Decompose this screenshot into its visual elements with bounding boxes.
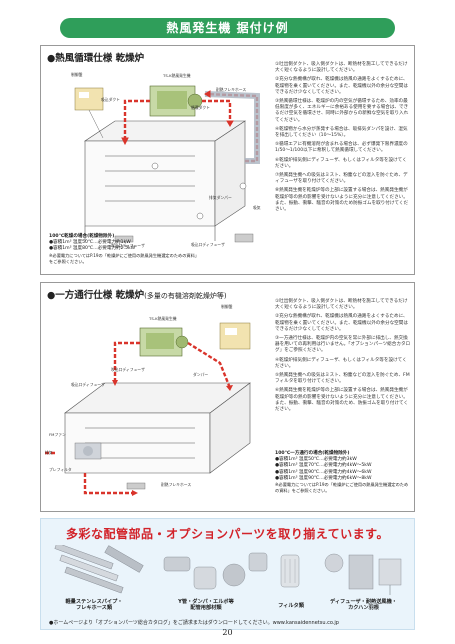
callout-markers [151, 162, 247, 220]
part-label-fittings: Y管・ダンパ・エルボ等 配管用部材類 [178, 599, 234, 612]
intake-diffuser-icon [126, 482, 146, 490]
label-inlet: 吸気 [253, 205, 261, 210]
blower-icon [324, 553, 402, 595]
part-label-pipes: 軽量ステンレスパイプ・ フレキホース類 [65, 599, 123, 612]
label-supply-diffuser: 吹出口ディフューザ [111, 367, 145, 372]
section-circulation: ●熱風循環仕様 乾燥炉 [40, 45, 415, 275]
note-item: ④乾燥炉排気側にディフューザ、もしくはフィルタ等を設けてください。 [275, 357, 407, 369]
label-heater-unit: TS-K熱風発生機 [149, 316, 177, 321]
part-label-filters: フィルタ類 [278, 603, 304, 609]
section-title: ●熱風循環仕様 乾燥炉 [47, 53, 145, 64]
control-panel-icon [219, 322, 251, 350]
control-panel-icon [74, 87, 104, 139]
spec-note: ※必要電力についてはP.19の「乾燥炉にご使用の熱風発生機選定のための資料」をご… [49, 252, 199, 264]
spec-box: 100℃一方通行の場合(乾燥物除外) ●容積1m³ 温度50℃…必要電力約3kW… [275, 451, 411, 494]
fan-icon [74, 442, 102, 460]
heater-unit-icon [149, 85, 203, 117]
label-control-panel: 制御盤 [71, 72, 83, 77]
flex-hose [204, 91, 260, 164]
label-flex-hose: 耐熱フレキホース [216, 87, 247, 92]
note-item: ③熱風循環仕様は、乾燥炉の内の空気が循環するため、効率の最低限度が多く、エネルギ… [275, 99, 409, 123]
options-banner: 多彩な配管部品・オプションパーツを取り揃えています。 軽量ステンレスパイプ・ [40, 518, 415, 630]
label-intake-diffuser: 吸込口ディフューザ [71, 382, 105, 387]
notes-list: ①吐出側ダクト、吸入側ダクトは、断熱材を施工してできるだけ大く短くなるように設計… [275, 299, 411, 416]
notes-list: ①吐出側ダクト、吸入側ダクトは、断熱材を施工してできるだけ大く短くなるように設計… [275, 62, 411, 216]
page-header: 熱風発生機 据付け例 [60, 18, 395, 38]
section-title-main: ●一方通行仕様 乾燥炉 [47, 290, 145, 301]
section-one-way: ●一方通行仕様 乾燥炉(多量の有機溶剤乾燥炉等) [40, 282, 415, 512]
label-intake-diffuser: 吸込口ディフューザ [191, 242, 225, 247]
spec-box: 100℃乾燥の場合(乾燥物除外) ●容積1m³ 温度50℃…必要電力約1kW ●… [49, 234, 199, 265]
note-item: ②充分な熱機構が取れ、乾燥機は熱風の通路をよくするために、乾燥物を乗く置いてくだ… [275, 77, 408, 95]
spec-title: 100℃乾燥の場合(乾燥物除外) [49, 234, 115, 239]
note-item: ⑥乾燥炉排気側にディフューザ、もしくはフィルタ等を設けてください。 [275, 157, 407, 169]
label-supply-diffuser: 吹出口ディフューザ [111, 243, 145, 248]
label-damper: 排気ダンパー [209, 195, 232, 200]
heater-unit-icon [139, 327, 189, 357]
duct-system [45, 341, 232, 495]
label-exhaust-duct: 吸込ダクト [101, 97, 120, 102]
spec-line: ●容積1m³ 温度70℃…必要電力約4kW〜5kW [275, 463, 372, 469]
filter-icon [280, 554, 300, 588]
note-item: ⑧熱風発生機を乾燥炉等の上部に設置する場合は、熱風発生機が乾燥炉等の熱の影響を受… [275, 188, 409, 213]
spec-note: ※必要電力についてはP.19の「乾燥炉にご使用の熱風発生機選定のための資料」をご… [275, 482, 409, 494]
spec-line: ●容積1m³ 温度80℃…必要電力約2.5kW [49, 246, 136, 252]
parts-illustration [54, 545, 402, 595]
part-label-diffusers: ディフューザ・耐熱送風機・ カクハン羽根 [330, 599, 397, 612]
intake-diffuser-icon [234, 233, 254, 243]
catalog-request-note: ●ホームページより「オプションパーツ総合カタログ」をご請求またはダウンロードして… [49, 620, 339, 626]
pipe-icon [54, 545, 144, 594]
note-item: ⑤熱風発生機への吸気はミスト、粉塵などの混入を防ぐため、FMフィルタを取り付けて… [275, 373, 410, 385]
note-item: ①吐出側ダクト、吸入側ダクトは、断熱材を施工してできるだけ大く短くなるように設計… [275, 62, 408, 74]
note-item: ③一方通行仕様は、乾燥炉内の空気を常に外部に排出し、熱交換器を用いての再利用は行… [275, 336, 411, 354]
oven-frame [64, 382, 251, 474]
section-title-sub: (多量の有機溶剤乾燥炉等) [144, 292, 227, 300]
note-item: ⑥熱風発生機を乾燥炉等の上部に設置する場合は、熱風発生機が乾燥炉等の熱の影響を受… [275, 388, 409, 413]
label-control-panel: 制御盤 [221, 304, 233, 309]
spec-line: ●容積1m³ 温度50℃…必要電力約3kW [275, 457, 357, 463]
spec-line: ●容積1m³ 温度90℃…必要電力約6kW〜8kW [275, 475, 372, 481]
airflow-arrows [121, 90, 234, 146]
note-item: ⑤循環エアに有機溶剤が含まれる場合は、必ず爆発下限界濃度の1/50〜1/100以… [275, 142, 408, 154]
note-item: ⑦熱風発生機への吸気はミスト、粉塵などの混入を防ぐため、ディフューザを取り付けて… [275, 173, 408, 185]
banner-title: 多彩な配管部品・オプションパーツを取り揃えています。 [66, 527, 389, 541]
supply-diffuser-icon [114, 235, 134, 243]
oven-frame [84, 120, 246, 241]
note-item: ④乾燥物から水分が蒸発する場合は、吸排気ダンパを設け、湿気を排出してください（1… [275, 126, 408, 139]
one-way-diagram [45, 322, 251, 496]
page-number: 20 [222, 628, 233, 637]
spec-title: 100℃一方通行の場合(乾燥物除外) [275, 451, 350, 456]
airflow-arrows [112, 380, 233, 496]
label-heater-unit: TS-K熱風発生機 [163, 73, 191, 78]
label-exhaust: 排気 [45, 450, 53, 455]
circulation-diagram [74, 85, 260, 243]
note-item: ②充分な熱機構が取れ、乾燥機は熱風の通路をよくするために、乾燥物を乗く置いてくだ… [275, 314, 408, 332]
fitting-icon [163, 552, 268, 590]
section-title: ●一方通行仕様 乾燥炉(多量の有機溶剤乾燥炉等) [47, 287, 227, 301]
label-circulation-duct: 循環ダクト [191, 105, 210, 110]
label-damper: ダンパー [193, 372, 209, 377]
spec-line: ●容積1m³ 温度90℃…必要電力約4kW〜6kW [275, 469, 372, 475]
label-fan: FMファン [49, 432, 66, 437]
label-prefilter: プレフィルタ [49, 467, 72, 472]
label-flex-hose: 耐熱フレキホース [161, 482, 192, 487]
spec-line: ●容積1m³ 温度50℃…必要電力約1kW [49, 240, 131, 246]
note-item: ①吐出側ダクト、吸入側ダクトは、断熱材を施工してできるだけ大く短くなるように設計… [275, 299, 408, 311]
